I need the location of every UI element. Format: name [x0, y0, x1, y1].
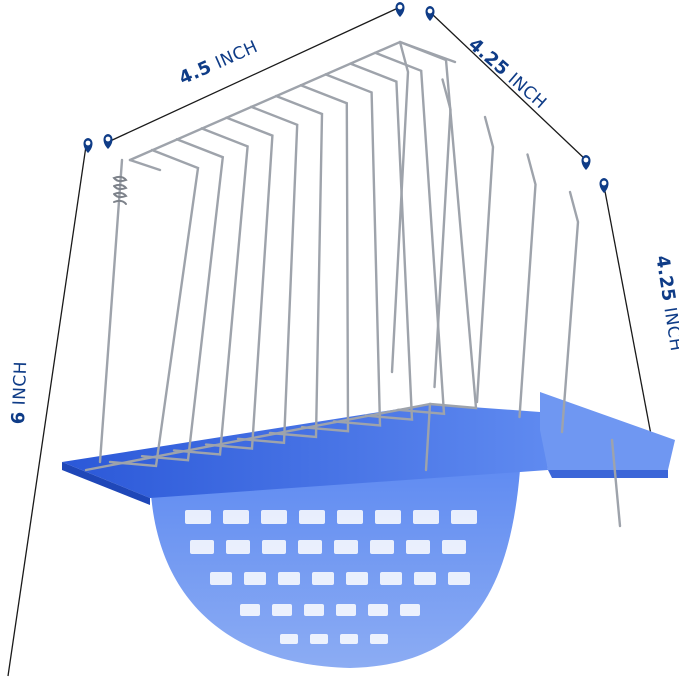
spring-icon — [112, 175, 128, 205]
height-value: 6 — [8, 410, 30, 425]
cage-wire — [140, 137, 225, 462]
pin-marker-icon — [395, 2, 405, 17]
cage-wire — [374, 51, 446, 416]
dimension-lines — [7, 7, 653, 677]
cage-side-wire — [475, 115, 495, 404]
cage-wire — [324, 73, 382, 427]
cage-wire — [172, 127, 249, 456]
cage-latch-wire — [610, 438, 622, 528]
cage-right-hook — [424, 402, 432, 472]
cage-side-wire — [560, 190, 580, 434]
cage-wire — [204, 116, 274, 450]
cage-wire — [299, 83, 350, 433]
bowl-hole — [406, 540, 430, 554]
bowl-hole — [414, 572, 436, 585]
bowl-hole — [413, 510, 439, 524]
bowl-hole — [368, 604, 388, 616]
cage-wire — [268, 94, 324, 439]
bowl-hole — [370, 634, 388, 644]
bowl-hole — [261, 510, 287, 524]
cage-wire — [349, 62, 414, 421]
bowl-hole — [370, 540, 394, 554]
bowl-hole — [304, 604, 324, 616]
bowl-hole — [262, 540, 286, 554]
wire-cage — [84, 40, 622, 528]
width-dimension-line — [107, 7, 399, 143]
bowl-hole — [210, 572, 232, 585]
cage-side-wire — [518, 153, 537, 419]
height-unit: INCH — [9, 360, 32, 406]
cage-wire — [398, 40, 478, 410]
bowl-hole — [190, 540, 214, 554]
cage-side-wire — [390, 40, 410, 374]
height-dimension-line — [7, 145, 87, 677]
bowl-hole — [451, 510, 477, 524]
bowl-hole — [337, 510, 363, 524]
bowl-hole — [299, 510, 325, 524]
bowl-hole — [185, 510, 211, 524]
bowl-hole — [340, 634, 358, 644]
bowl-hole — [223, 510, 249, 524]
bowl-hole — [240, 604, 260, 616]
cage-top-rail-front — [128, 158, 162, 172]
bowl-hole — [226, 540, 250, 554]
nest-tray — [62, 392, 675, 505]
pin-marker-icon — [425, 6, 435, 21]
bowl-hole — [375, 510, 401, 524]
bowl-hole — [346, 572, 368, 585]
cage-left-post — [98, 158, 124, 464]
bowl-hole — [272, 604, 292, 616]
pin-marker-icon — [83, 138, 93, 153]
bowl-hole — [448, 572, 470, 585]
bowl-hole — [336, 604, 356, 616]
bowl-hole — [278, 572, 300, 585]
pin-marker-icon — [581, 155, 591, 170]
cage-wire — [108, 148, 200, 468]
pin-marker-icon — [599, 178, 609, 193]
depth-dimension-line — [431, 13, 587, 161]
bowl-hole — [298, 540, 322, 554]
bowl-hole — [310, 634, 328, 644]
bowl-hole — [442, 540, 466, 554]
cage-side-wire — [433, 78, 452, 389]
pin-markers — [83, 2, 609, 193]
height-label: 6 INCH — [8, 361, 31, 425]
bowl-hole — [400, 604, 420, 616]
bowl-hole — [334, 540, 358, 554]
bowl-hole — [312, 572, 334, 585]
pin-marker-icon — [103, 134, 113, 149]
side-dimension-line — [603, 185, 653, 441]
cage-wire — [236, 105, 299, 445]
nest-bowl — [150, 470, 520, 668]
bowl-hole — [280, 634, 298, 644]
bowl-hole — [380, 572, 402, 585]
bowl-hole — [244, 572, 266, 585]
